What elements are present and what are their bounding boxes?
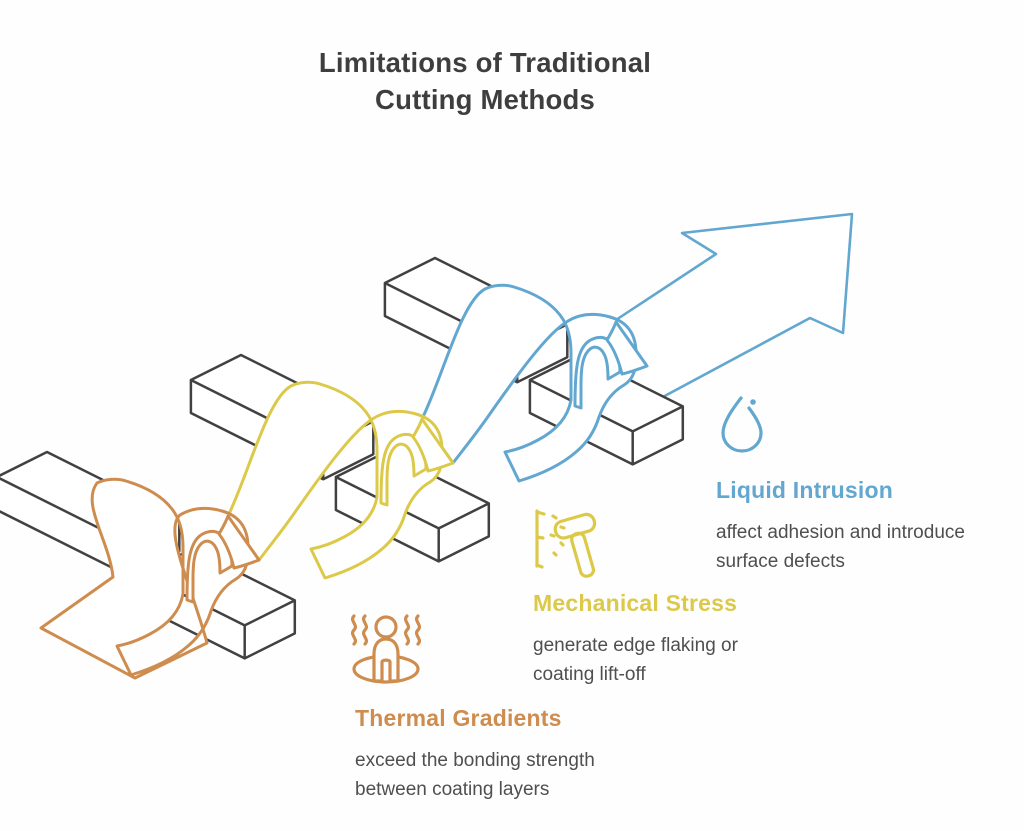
coating-ribbon-liquid <box>420 283 638 483</box>
coating-ribbon-mechanical <box>226 380 444 580</box>
section-label: Thermal Gradients <box>355 705 562 731</box>
ribbon-connector-liquid <box>605 320 649 376</box>
section-description: generate edge flaking or coating lift-of… <box>533 635 738 685</box>
cut-bar-right-liquid <box>528 353 685 466</box>
ribbon-staple-liquid <box>573 335 622 410</box>
ribbon-connector-thermal <box>217 514 261 570</box>
section-liquid-intrusion: Liquid Intrusion affect adhesion and int… <box>716 392 986 576</box>
section-mechanical-stress: Mechanical Stress generate edge flaking … <box>528 504 788 689</box>
page-title: Limitations of Traditional Cutting Metho… <box>318 47 652 115</box>
ribbon-staple-mechanical <box>379 432 428 507</box>
water-drop-icon <box>716 392 986 463</box>
section-thermal-gradients: Thermal Gradients exceed the bonding str… <box>340 610 620 804</box>
ribbon-staple-thermal <box>185 529 234 604</box>
ribbon-connector-mechanical <box>411 417 455 473</box>
section-label: Mechanical Stress <box>533 590 738 616</box>
hammer-impact-icon <box>528 504 788 587</box>
section-description: exceed the bonding strength between coat… <box>355 750 595 800</box>
section-label: Liquid Intrusion <box>716 477 893 503</box>
heat-person-icon <box>340 610 620 701</box>
coating-ribbon-thermal <box>39 477 250 680</box>
section-description: affect adhesion and introduce surface de… <box>716 522 965 572</box>
